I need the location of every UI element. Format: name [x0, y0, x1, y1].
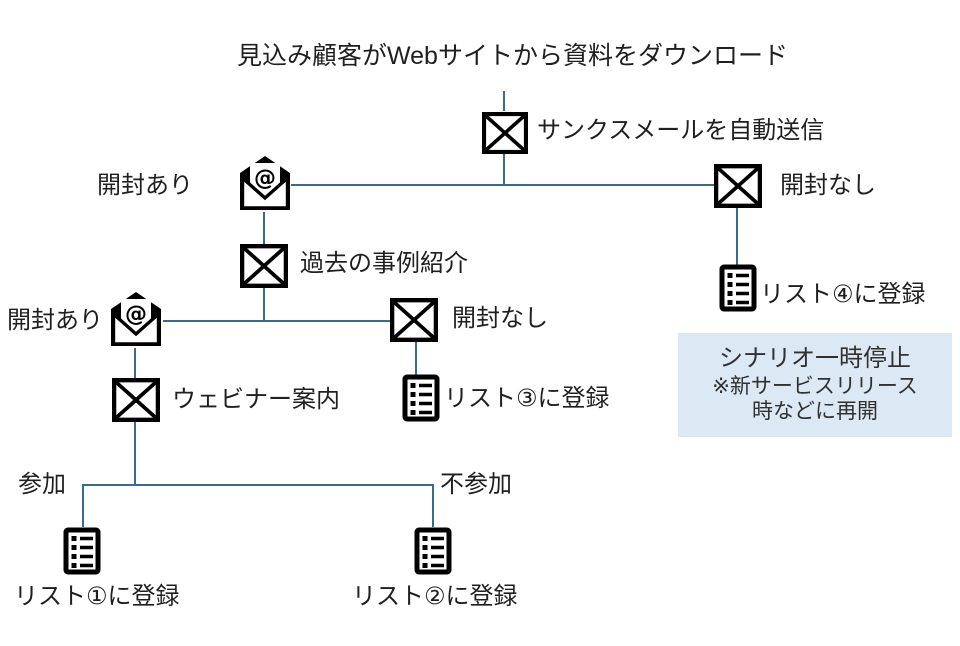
list4-label: リスト④に登録 — [760, 281, 926, 308]
thanks-mail-label: サンクスメールを自動送信 — [537, 117, 825, 144]
connector-opened2-to-webinar — [134, 348, 136, 378]
connector-branch1-horizontal — [291, 184, 714, 186]
list-icon — [719, 264, 757, 312]
connector-branch2-horizontal — [163, 320, 390, 322]
webinar-mail-label: ウェビナー案内 — [172, 386, 340, 413]
connector-case-to-branch2 — [263, 288, 265, 321]
list1-label: リスト①に登録 — [14, 583, 180, 610]
start-step-label: 見込み顧客がWebサイトから資料をダウンロード — [237, 42, 788, 70]
connector-notopened2-to-list3 — [415, 342, 417, 375]
pause-note-line1: シナリオ一時停止 — [719, 345, 911, 373]
branch2-opened-label: 開封あり — [7, 307, 103, 334]
branch3-join-label: 参加 — [18, 471, 66, 498]
list-icon — [414, 527, 452, 575]
list3-label: リスト③に登録 — [444, 385, 610, 412]
closed-envelope-icon — [482, 112, 528, 154]
connector-notjoin-to-list2 — [432, 484, 434, 527]
list-icon — [402, 374, 440, 422]
branch1-opened-label: 開封あり — [97, 172, 193, 199]
connector-join-to-list1 — [82, 484, 84, 527]
connector-webinar-to-branch3 — [134, 422, 136, 485]
list-icon — [63, 527, 101, 575]
scenario-pause-note: シナリオ一時停止 ※新サービスリリース 時などに再開 — [678, 333, 952, 437]
branch3-not-join-label: 不参加 — [440, 471, 512, 498]
branch1-not-opened-label: 開封なし — [780, 172, 876, 199]
closed-envelope-icon — [240, 244, 288, 288]
connector-thanks-to-branch1 — [503, 154, 505, 185]
connector-opened1-to-case — [263, 212, 265, 244]
connector-branch3-horizontal — [82, 484, 434, 486]
closed-envelope-icon — [390, 298, 438, 342]
list2-label: リスト②に登録 — [352, 583, 518, 610]
case-mail-label: 過去の事例紹介 — [300, 250, 468, 277]
branch2-not-opened-label: 開封なし — [452, 305, 548, 332]
pause-note-line2: ※新サービスリリース — [712, 374, 918, 398]
open-envelope-icon — [109, 292, 163, 348]
connector-notopened1-to-list4 — [736, 208, 738, 265]
closed-envelope-icon — [714, 164, 762, 208]
open-envelope-icon — [238, 156, 292, 212]
pause-note-line3: 時などに再開 — [752, 400, 878, 424]
closed-envelope-icon — [112, 378, 160, 422]
connector-start-to-thanks — [503, 91, 505, 111]
